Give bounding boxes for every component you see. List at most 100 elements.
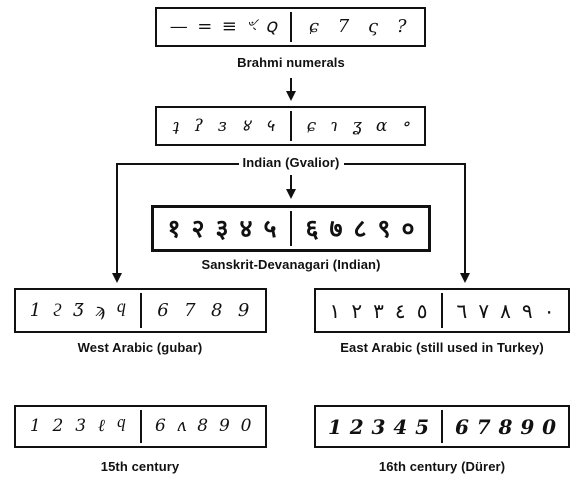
box-divider [290,211,292,246]
east-arabic-numerals-box: ١ ٢ ٣ ٤ ٥ ٦ ٧ ٨ ٩ ٠ [314,288,570,333]
west-arabic-digits-right: 6 7 8 9 [142,290,266,331]
sanskrit-digits-left: १ २ ३ ४ ५ [154,208,290,249]
gvalior-digits-right: ɕ ɿ ʓ ɑ ॰ [292,108,425,144]
glyph: 8 [210,299,223,321]
glyph: 2 [349,414,364,439]
glyph: 8 [197,416,209,436]
glyph: 6 [454,414,469,439]
glyph: 5 [415,414,430,439]
brahmi-numerals-box: — = ≡ ৼ ꞯ ɕ 7 ς ? [155,7,426,47]
brahmi-label: Brahmi numerals [237,55,345,70]
east-arabic-digits-right: ٦ ٧ ٨ ٩ ٠ [443,290,568,331]
glyph: 1 [29,299,42,321]
glyph: ४ [239,214,253,243]
glyph: ٩ [521,298,533,323]
glyph: 9 [237,299,250,321]
arrow-gvalior-to-west [112,163,239,283]
glyph: ७ [329,214,343,243]
glyph: ? [396,16,407,37]
gvalior-digits-left: ʇ ʔ ɜ ४ ५ [157,108,290,144]
glyph: ɕ [308,16,319,37]
glyph: 7 [476,414,491,439]
glyph: ६ [305,214,319,243]
15th-century-numerals-box: 1 2 3 ℓ ϥ 6 ʌ 8 9 0 [14,405,267,448]
glyph: ١ [329,298,341,323]
glyph: 9 [218,416,230,436]
glyph: २ [191,214,205,243]
glyph: ꞯ [265,16,277,37]
glyph: 8 [498,414,513,439]
glyph: ८ [353,214,367,243]
glyph: 7 [184,299,196,321]
glyph: ≡ [221,16,237,37]
glyph: 9 [520,414,535,439]
glyph: ० [401,214,415,243]
west-arabic-numerals-box: 1 ϩ Ʒ ϡ ϥ 6 7 8 9 [14,288,267,333]
box-divider [289,111,292,141]
glyph: ϥ [116,299,126,321]
glyph: Ʒ [73,299,84,321]
15th-century-digits-right: 6 ʌ 8 9 0 [142,407,266,446]
glyph: ॰ [401,115,409,136]
glyph: ३ [215,214,229,243]
glyph: ९ [377,214,391,243]
glyph: — [169,16,188,37]
east-arabic-label: East Arabic (still used in Turkey) [340,340,544,355]
box-divider [289,12,292,42]
sanskrit-numerals-box: १ २ ३ ४ ५ ६ ७ ८ ९ ० [151,205,431,252]
glyph: ℓ [97,416,105,436]
glyph: ʔ [194,115,204,136]
glyph: ५ [265,115,275,136]
16th-century-digits-right: 6 7 8 9 0 [443,407,568,446]
west-arabic-label: West Arabic (gubar) [77,340,203,355]
glyph: ϩ [52,299,63,321]
15th-century-digits-left: 1 2 3 ℓ ϥ [16,407,140,446]
glyph: 2 [52,416,64,436]
glyph: 4 [393,414,408,439]
glyph: ٤ [394,298,406,323]
box-divider [139,293,142,328]
glyph: ϥ [116,416,126,436]
glyph: 6 [157,299,169,321]
west-arabic-digits-left: 1 ϩ Ʒ ϡ ϥ [16,290,140,331]
glyph: ५ [263,214,277,243]
glyph: ٣ [373,298,384,323]
glyph: ϡ [94,299,106,321]
glyph: ʓ [352,115,362,136]
box-divider [441,293,443,328]
gvalior-numerals-box: ʇ ʔ ɜ ४ ५ ɕ ɿ ʓ ɑ ॰ [155,106,426,146]
arrow-gvalior-to-east [344,163,470,283]
gvalior-label: Indian (Gvalior) [242,155,340,170]
glyph: ɜ [218,115,227,136]
east-arabic-digits-left: ١ ٢ ٣ ٤ ٥ [316,290,441,331]
glyph: ٢ [351,298,363,323]
15th-century-label: 15th century [100,459,180,474]
glyph: ɑ [375,115,388,136]
glyph: 1 [29,416,41,436]
glyph: ৼ [246,16,256,37]
glyph: ς [368,16,379,37]
glyph: ४ [241,115,251,136]
glyph: ʇ [172,115,180,136]
glyph: ٧ [478,298,490,323]
brahmi-digits-right: ɕ 7 ς ? [292,9,425,45]
16th-century-digits-left: 1 2 3 4 5 [316,407,441,446]
sanskrit-digits-right: ६ ७ ८ ९ ० [292,208,428,249]
glyph: १ [167,214,181,243]
glyph: 0 [240,416,252,436]
box-divider [441,410,443,443]
glyph: ٦ [456,298,468,323]
glyph: = [197,16,213,37]
glyph: 1 [327,414,342,439]
glyph: ʌ [176,416,187,436]
box-divider [139,410,142,443]
glyph: 7 [337,16,350,37]
glyph: ٥ [416,298,428,323]
glyph: 3 [75,416,87,436]
glyph: ɿ [330,115,339,136]
glyph: 0 [542,414,557,439]
glyph: ɕ [306,115,317,136]
glyph: 3 [371,414,386,439]
16th-century-label: 16th century (Dürer) [378,459,506,474]
